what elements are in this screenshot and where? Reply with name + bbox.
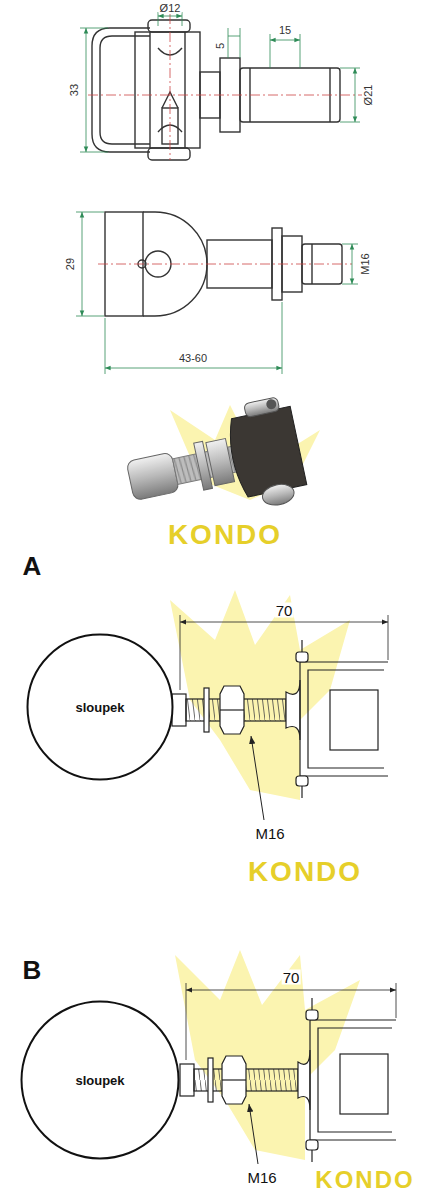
dimension-text: 43-60 <box>178 353 208 364</box>
post-circle-outline <box>28 635 173 780</box>
post-label: sloupek <box>75 700 124 715</box>
assembly-a <box>172 640 388 798</box>
post-circle: sloupek <box>20 1000 180 1160</box>
thread-size: M16 <box>360 252 371 275</box>
post-circle: sloupek <box>26 633 174 781</box>
variant-letter: A <box>22 553 43 579</box>
thread-size: M16 <box>254 826 285 841</box>
dimension-lines <box>80 12 360 152</box>
dimension-lines <box>76 212 358 374</box>
eagle-watermark <box>170 405 360 1160</box>
hinge-photo <box>119 395 309 534</box>
watermark: KONDO <box>315 1168 414 1192</box>
dimension-text: 70 <box>282 970 301 985</box>
variant-letter: B <box>22 957 43 983</box>
watermark: KONDO <box>248 858 362 886</box>
hinge-top-view <box>92 20 340 160</box>
dimension-text: 33 <box>69 83 80 97</box>
dimension-text: Ø12 <box>159 3 182 14</box>
post-circle-outline <box>22 1002 179 1159</box>
dimension-text: 70 <box>275 603 294 618</box>
post-label: sloupek <box>75 1073 124 1088</box>
dimension-text: 15 <box>278 25 292 36</box>
dimension-text: 29 <box>65 257 76 271</box>
watermark: KONDO <box>168 521 282 549</box>
dimension-text: 5 <box>215 42 226 50</box>
dimension-text: Ø21 <box>363 84 374 107</box>
assembly-b <box>180 998 396 1162</box>
thread-size: M16 <box>246 1170 277 1185</box>
